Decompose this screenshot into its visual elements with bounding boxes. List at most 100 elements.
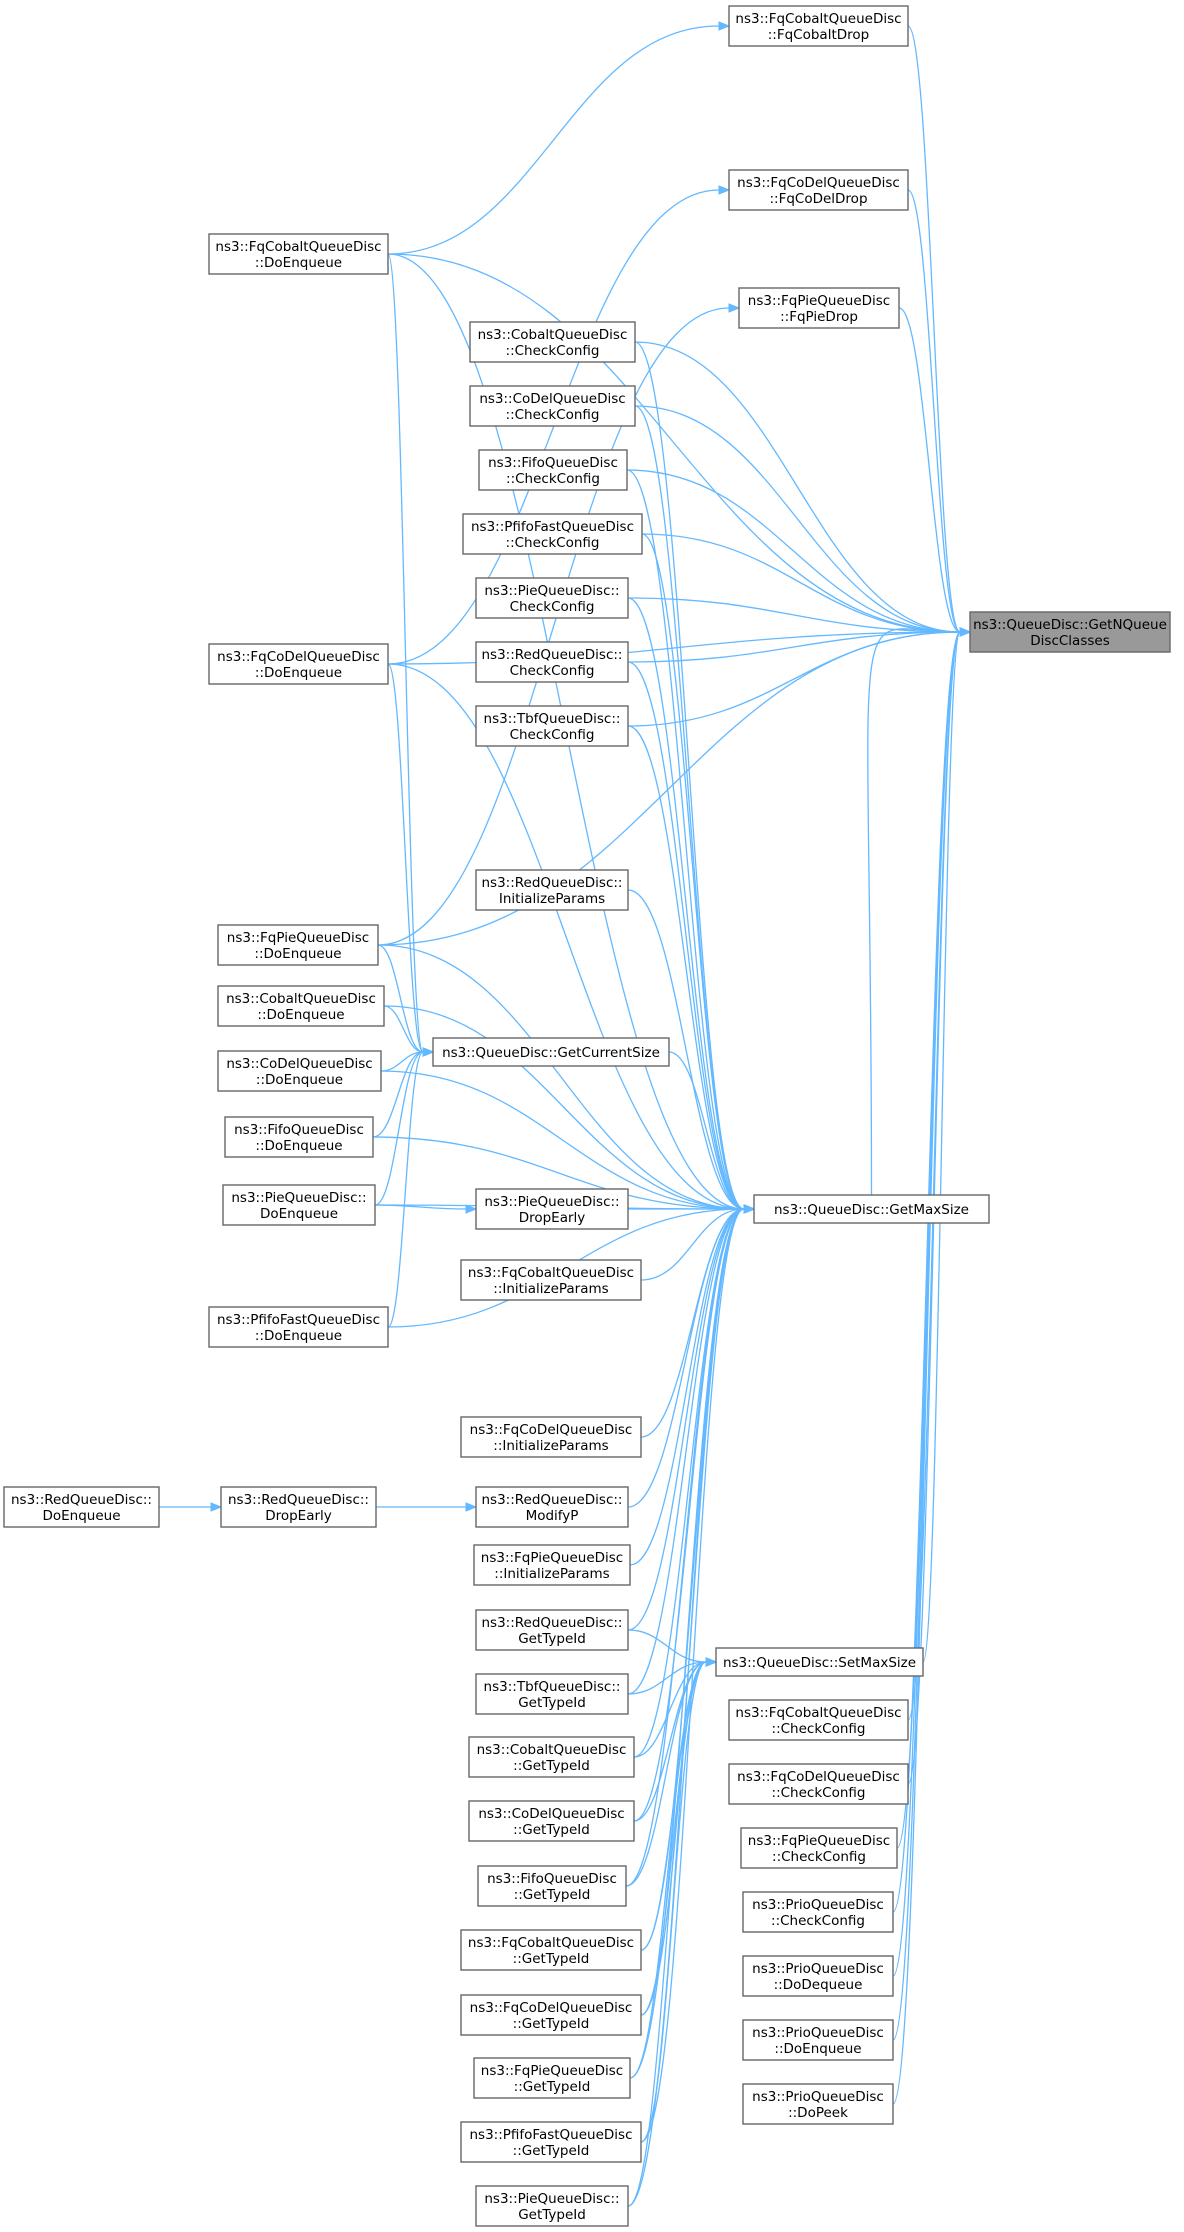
node-prio_peek[interactable]: ns3::PrioQueueDisc::DoPeek: [742, 2083, 894, 2125]
node-codel_cc[interactable]: ns3::CoDelQueueDisc::CheckConfig: [469, 385, 636, 427]
node-red_modifyp[interactable]: ns3::RedQueueDisc::ModifyP: [475, 1486, 629, 1528]
node-label: DoEnqueue: [260, 1206, 338, 1222]
node-box[interactable]: [728, 1699, 909, 1741]
node-label: ns3::FqPieQueueDisc: [748, 293, 890, 309]
node-prio_enq[interactable]: ns3::PrioQueueDisc::DoEnqueue: [742, 2019, 894, 2061]
node-box[interactable]: [460, 1259, 642, 1301]
node-fqcodel_enq[interactable]: ns3::FqCoDelQueueDisc::DoEnqueue: [208, 643, 389, 685]
node-getcursize[interactable]: ns3::QueueDisc::GetCurrentSize: [432, 1037, 670, 1067]
node-fqcodel_cc[interactable]: ns3::FqCoDelQueueDisc::CheckConfig: [728, 1763, 909, 1805]
node-red_doenq[interactable]: ns3::RedQueueDisc::DoEnqueue: [3, 1486, 160, 1528]
node-box[interactable]: [753, 1194, 990, 1224]
node-codel_enq[interactable]: ns3::CoDelQueueDisc::DoEnqueue: [217, 1050, 382, 1092]
node-box[interactable]: [475, 641, 629, 683]
node-box[interactable]: [477, 1865, 627, 1907]
node-setmaxsize[interactable]: ns3::QueueDisc::SetMaxSize: [715, 1647, 924, 1677]
node-fqcobalt_init[interactable]: ns3::FqCobaltQueueDisc::InitializeParams: [460, 1259, 642, 1301]
node-box[interactable]: [217, 985, 385, 1027]
node-box[interactable]: [475, 1673, 629, 1715]
node-pfifo_cc[interactable]: ns3::PfifoFastQueueDisc::CheckConfig: [462, 513, 643, 555]
node-fqpie_init[interactable]: ns3::FqPieQueueDisc::InitializeParams: [473, 1544, 631, 1586]
node-pie_cc[interactable]: ns3::PieQueueDisc::CheckConfig: [475, 577, 629, 619]
node-box[interactable]: [728, 5, 909, 47]
node-box[interactable]: [473, 1544, 631, 1586]
node-label: ns3::FqCoDelQueueDisc: [737, 175, 900, 191]
node-box[interactable]: [208, 643, 389, 685]
node-box[interactable]: [224, 1116, 374, 1158]
node-box[interactable]: [742, 1955, 894, 1997]
node-prio_cc[interactable]: ns3::PrioQueueDisc::CheckConfig: [742, 1891, 894, 1933]
node-box[interactable]: [432, 1037, 670, 1067]
node-box[interactable]: [728, 169, 909, 211]
node-fqcodel_gti[interactable]: ns3::FqCoDelQueueDisc::GetTypeId: [460, 1994, 642, 2036]
node-box[interactable]: [475, 1609, 629, 1651]
node-box[interactable]: [969, 611, 1171, 653]
call-graph-edges: [158, 21, 972, 2207]
node-tbf_cc[interactable]: ns3::TbfQueueDisc::CheckConfig: [475, 705, 629, 747]
node-box[interactable]: [220, 1486, 377, 1528]
node-box[interactable]: [208, 233, 389, 275]
node-box[interactable]: [475, 577, 629, 619]
node-fifo_gti[interactable]: ns3::FifoQueueDisc::GetTypeId: [477, 1865, 627, 1907]
node-red_dropearly[interactable]: ns3::RedQueueDisc::DropEarly: [220, 1486, 377, 1528]
node-tbf_gti[interactable]: ns3::TbfQueueDisc::GetTypeId: [475, 1673, 629, 1715]
node-box[interactable]: [460, 2121, 642, 2163]
node-box[interactable]: [475, 2185, 629, 2227]
node-box[interactable]: [475, 1188, 629, 1230]
node-box[interactable]: [742, 2019, 894, 2061]
node-box[interactable]: [742, 1891, 894, 1933]
node-pfifo_enq[interactable]: ns3::PfifoFastQueueDisc::DoEnqueue: [208, 1306, 389, 1348]
node-red_init[interactable]: ns3::RedQueueDisc::InitializeParams: [475, 869, 629, 911]
node-box[interactable]: [460, 1929, 642, 1971]
node-pie_dropearly[interactable]: ns3::PieQueueDisc::DropEarly: [475, 1188, 629, 1230]
node-box[interactable]: [460, 1994, 642, 2036]
node-box[interactable]: [475, 1486, 629, 1528]
node-box[interactable]: [208, 1306, 389, 1348]
node-box[interactable]: [715, 1647, 924, 1677]
node-box[interactable]: [478, 449, 628, 491]
node-box[interactable]: [728, 1763, 909, 1805]
node-box[interactable]: [462, 513, 643, 555]
node-fqpiedrop[interactable]: ns3::FqPieQueueDisc::FqPieDrop: [738, 287, 900, 329]
node-pfifo_gti[interactable]: ns3::PfifoFastQueueDisc::GetTypeId: [460, 2121, 642, 2163]
node-box[interactable]: [473, 2057, 631, 2099]
node-box[interactable]: [475, 705, 629, 747]
node-fqpie_gti[interactable]: ns3::FqPieQueueDisc::GetTypeId: [473, 2057, 631, 2099]
node-prio_deq[interactable]: ns3::PrioQueueDisc::DoDequeue: [742, 1955, 894, 1997]
node-fqpie_enq[interactable]: ns3::FqPieQueueDisc::DoEnqueue: [217, 924, 379, 966]
node-box[interactable]: [740, 1827, 898, 1869]
node-fqcobalt_gti[interactable]: ns3::FqCobaltQueueDisc::GetTypeId: [460, 1929, 642, 1971]
node-box[interactable]: [469, 321, 636, 363]
node-pie_enq[interactable]: ns3::PieQueueDisc::DoEnqueue: [222, 1184, 376, 1226]
node-box[interactable]: [222, 1184, 376, 1226]
node-cobalt_enq[interactable]: ns3::CobaltQueueDisc::DoEnqueue: [217, 985, 385, 1027]
node-cobalt_gti[interactable]: ns3::CobaltQueueDisc::GetTypeId: [468, 1736, 635, 1778]
node-box[interactable]: [475, 869, 629, 911]
node-fifo_cc[interactable]: ns3::FifoQueueDisc::CheckConfig: [478, 449, 628, 491]
node-cobalt_cc[interactable]: ns3::CobaltQueueDisc::CheckConfig: [469, 321, 636, 363]
node-fifo_enq[interactable]: ns3::FifoQueueDisc::DoEnqueue: [224, 1116, 374, 1158]
node-fqcobalt_enq[interactable]: ns3::FqCobaltQueueDisc::DoEnqueue: [208, 233, 389, 275]
node-codel_gti[interactable]: ns3::CoDelQueueDisc::GetTypeId: [468, 1800, 635, 1842]
node-fqcodeldrop[interactable]: ns3::FqCoDelQueueDisc::FqCoDelDrop: [728, 169, 909, 211]
node-red_gti[interactable]: ns3::RedQueueDisc::GetTypeId: [475, 1609, 629, 1651]
node-box[interactable]: [738, 287, 900, 329]
node-getmaxsize[interactable]: ns3::QueueDisc::GetMaxSize: [753, 1194, 990, 1224]
node-box[interactable]: [217, 924, 379, 966]
node-box[interactable]: [460, 1416, 642, 1458]
node-box[interactable]: [468, 1736, 635, 1778]
node-label: ns3::CobaltQueueDisc: [478, 327, 628, 343]
node-box[interactable]: [742, 2083, 894, 2125]
node-pie_gti[interactable]: ns3::PieQueueDisc::GetTypeId: [475, 2185, 629, 2227]
node-box[interactable]: [217, 1050, 382, 1092]
node-red_cc[interactable]: ns3::RedQueueDisc::CheckConfig: [475, 641, 629, 683]
node-fqcobalt_cc[interactable]: ns3::FqCobaltQueueDisc::CheckConfig: [728, 1699, 909, 1741]
node-box[interactable]: [468, 1800, 635, 1842]
node-fqcobaltdrop[interactable]: ns3::FqCobaltQueueDisc::FqCobaltDrop: [728, 5, 909, 47]
node-fqcodel_init[interactable]: ns3::FqCoDelQueueDisc::InitializeParams: [460, 1416, 642, 1458]
node-box[interactable]: [3, 1486, 160, 1528]
node-fqpie_cc[interactable]: ns3::FqPieQueueDisc::CheckConfig: [740, 1827, 898, 1869]
node-box[interactable]: [469, 385, 636, 427]
node-label: ns3::PieQueueDisc::: [484, 2191, 619, 2207]
